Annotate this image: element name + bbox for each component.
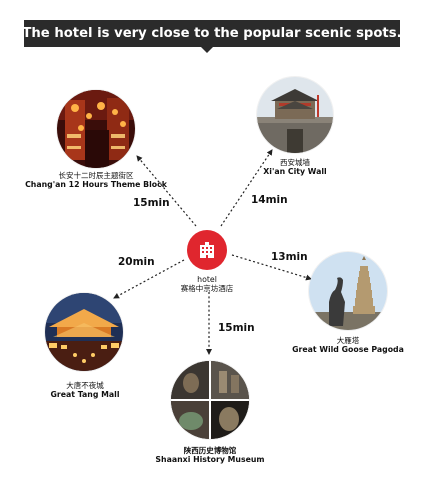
- spot-label-pagoda: 大雁塔 Great Wild Goose Pagoda: [263, 336, 424, 354]
- travel-time-tangmall: 20min: [118, 256, 155, 268]
- header-title: The hotel is very close to the popular s…: [22, 26, 402, 41]
- spot-label-museum: 陕西历史博物馆 Shaanxi History Museum: [125, 446, 295, 464]
- spot-photo-citywall[interactable]: [257, 77, 333, 153]
- hotel-label-zh: 赛格中京坊酒店: [180, 284, 234, 294]
- spot-photo-pagoda[interactable]: [309, 252, 387, 330]
- travel-time-citywall: 14min: [251, 194, 288, 206]
- hotel-label: hotel 赛格中京坊酒店: [122, 275, 292, 293]
- spot-name-en-pagoda: Great Wild Goose Pagoda: [292, 345, 404, 354]
- header-banner: The hotel is very close to the popular s…: [22, 20, 402, 47]
- spot-name-zh-changan: 长安十二时辰主题街区: [58, 171, 134, 180]
- travel-time-pagoda: 13min: [271, 251, 308, 263]
- route-line-changan: [136, 155, 197, 227]
- spot-name-en-tangmall: Great Tang Mall: [50, 390, 120, 399]
- city-wall-photo: [257, 77, 333, 153]
- hotel-label-en: hotel: [197, 275, 217, 284]
- tang-mall-photo: [45, 293, 123, 371]
- pagoda-photo: [309, 252, 387, 330]
- spot-label-changan: 长安十二时辰主题街区 Chang'an 12 Hours Theme Block: [11, 171, 181, 189]
- spot-name-zh-tangmall: 大唐不夜城: [66, 381, 104, 390]
- spot-photo-changan[interactable]: [57, 90, 135, 168]
- spot-name-zh-museum: 陕西历史博物馆: [183, 446, 237, 455]
- spot-photo-museum[interactable]: [171, 361, 249, 439]
- travel-time-museum: 15min: [218, 322, 255, 334]
- spot-photo-tangmall[interactable]: [45, 293, 123, 371]
- changan-street-photo: [57, 90, 135, 168]
- spot-name-en-citywall: Xi'an City Wall: [263, 167, 327, 176]
- spot-name-en-museum: Shaanxi History Museum: [155, 455, 265, 464]
- spot-name-zh-pagoda: 大雁塔: [336, 336, 360, 345]
- spot-name-zh-citywall: 西安城墙: [280, 158, 310, 167]
- route-line-pagoda: [231, 254, 312, 281]
- route-line-citywall: [220, 149, 273, 227]
- museum-photo: [171, 361, 249, 439]
- spot-label-tangmall: 大唐不夜城 Great Tang Mall: [0, 381, 170, 399]
- hotel-marker[interactable]: [187, 230, 227, 270]
- travel-time-changan: 15min: [133, 197, 170, 209]
- route-line-tangmall: [113, 259, 185, 299]
- banner-pointer: [201, 47, 213, 53]
- spot-name-en-changan: Chang'an 12 Hours Theme Block: [25, 180, 167, 189]
- spot-label-citywall: 西安城墙 Xi'an City Wall: [210, 158, 380, 176]
- building-icon: [200, 242, 214, 258]
